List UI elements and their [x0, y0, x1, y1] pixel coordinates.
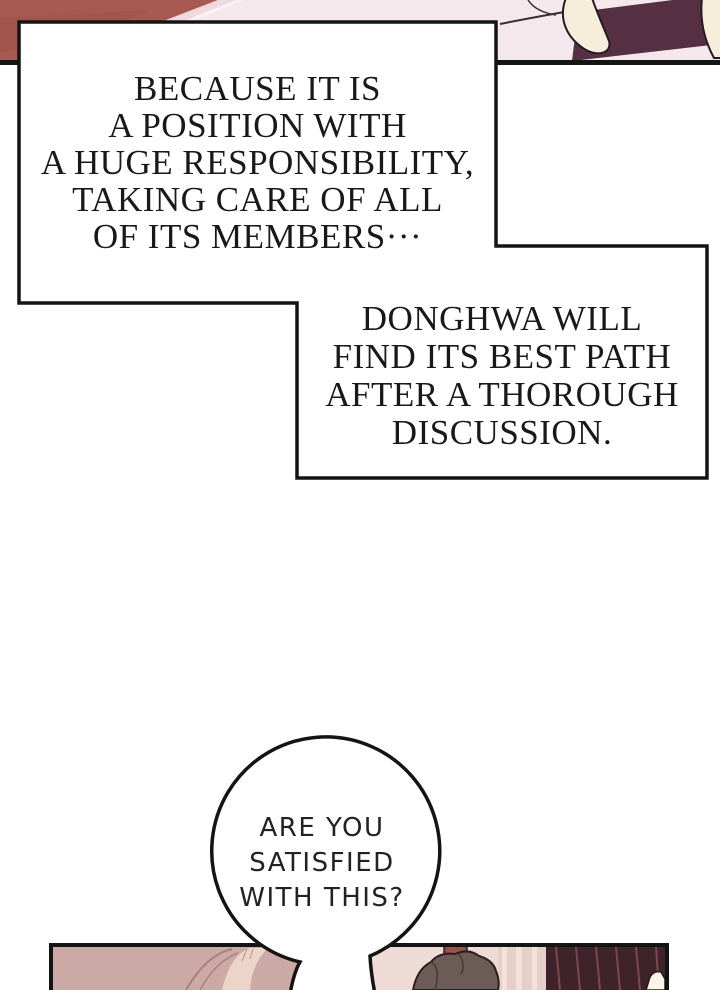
speech-bubble-merged — [17, 20, 709, 480]
speech-line: OF ITS MEMBERS··· — [92, 217, 423, 256]
top-panel-outline-curve — [527, 0, 557, 16]
cream-hair-strands — [241, 948, 254, 962]
speech-line: AFTER A THOROUGH — [325, 375, 679, 414]
speech-bubble-round-outline — [210, 735, 442, 990]
top-panel-finger — [561, 0, 611, 55]
cream-hair-highlight — [222, 948, 268, 990]
top-panel-hand-edge — [700, 0, 720, 59]
cream-hair-outline — [199, 952, 239, 990]
shirt-collar — [645, 970, 665, 990]
speech-line: DISCUSSION. — [391, 413, 613, 452]
speech-bubble-outline — [17, 20, 709, 480]
speech-line: FIND ITS BEST PATH — [332, 337, 672, 376]
maroon-curtain — [546, 947, 665, 990]
speech-line: BECAUSE IT IS — [134, 69, 381, 108]
speech-line: TAKING CARE OF ALL — [72, 180, 443, 219]
speech-line: A POSITION WITH — [108, 106, 407, 145]
dark-hair-character-head — [411, 950, 500, 990]
dark-hair-strands — [430, 953, 464, 990]
curtain-stripes — [555, 947, 660, 990]
speech-line: ARE YOU — [259, 813, 385, 843]
speech-line: DONGHWA WILL — [361, 299, 643, 338]
speech-line: A HUGE RESPONSIBILITY, — [40, 143, 475, 182]
wall-stripe — [532, 947, 537, 990]
speech-bubble-statement-text: BECAUSE IT IS A POSITION WITH A HUGE RES… — [21, 70, 494, 255]
speech-bubble-reply-text: DONGHWA WILL FIND ITS BEST PATH AFTER A … — [299, 300, 705, 452]
speech-bubble-question-text: ARE YOU SATISFIED WITH THIS? — [209, 811, 435, 916]
speech-line: SATISFIED — [249, 848, 395, 878]
wall-stripe — [516, 947, 522, 990]
wall-stripe — [502, 947, 507, 990]
cream-hair-outline — [185, 948, 233, 990]
speech-line: WITH THIS? — [239, 883, 405, 913]
